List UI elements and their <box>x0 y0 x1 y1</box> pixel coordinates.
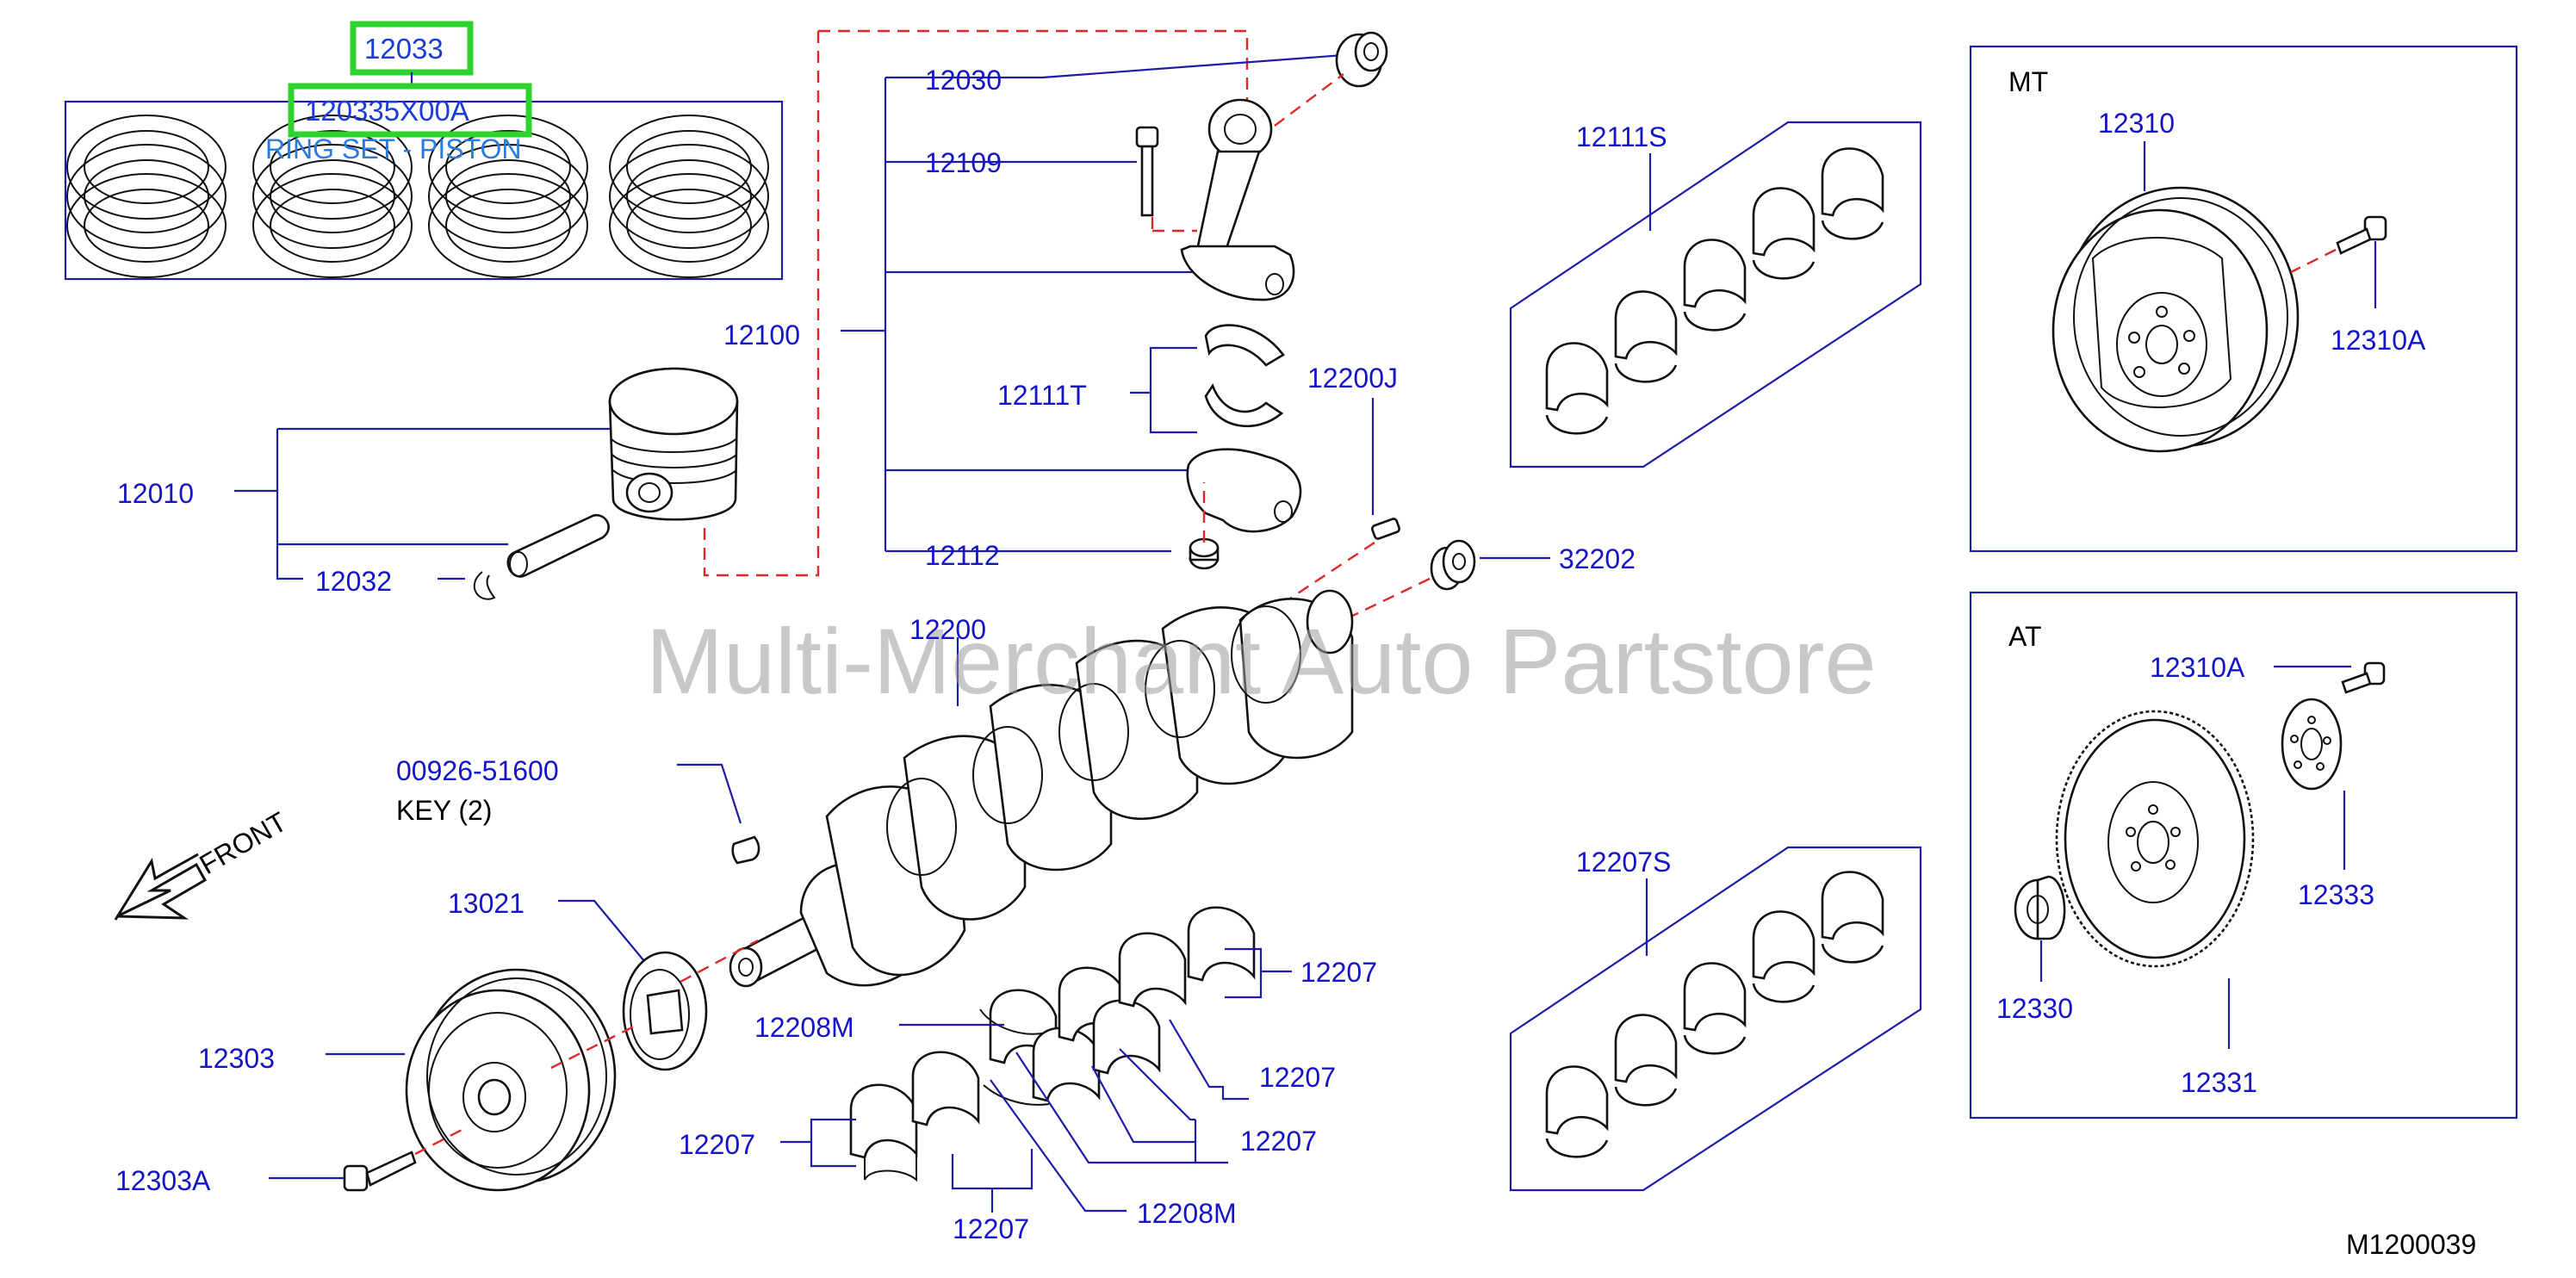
part-12200-label[interactable]: 12200 <box>909 614 986 645</box>
bracket-12010 <box>276 429 303 580</box>
bearing-set-12207S <box>1545 871 1884 1158</box>
front-arrow-icon <box>114 853 208 921</box>
at-frame <box>1969 591 2518 1120</box>
rod-nut-12112 <box>1189 537 1220 570</box>
part-120335X00A-label[interactable]: 120335X00A <box>305 95 469 127</box>
bracket-12207-left <box>810 1118 856 1168</box>
part-00926-51600-label[interactable]: 00926-51600 <box>396 755 559 786</box>
main-bearings <box>849 906 1256 1182</box>
mt-section-label: MT <box>2008 66 2048 97</box>
rod-bushing-12030 <box>1335 31 1388 88</box>
bracket-12207-right <box>1225 947 1263 999</box>
crank-pulley-12303 <box>405 968 617 1192</box>
crankshaft <box>729 589 1354 988</box>
part-12330-label[interactable]: 12330 <box>1996 993 2073 1024</box>
ring-set-frame <box>64 100 784 281</box>
part-12310A-mt-label[interactable]: 12310A <box>2331 325 2426 356</box>
pilot-bushing-32202 <box>1430 539 1476 591</box>
mt-frame <box>1969 45 2518 553</box>
part-12100-label[interactable]: 12100 <box>723 320 800 351</box>
part-12033-label[interactable]: 12033 <box>364 33 444 65</box>
part-12303-label[interactable]: 12303 <box>198 1043 275 1074</box>
bracket-12207-mid <box>1091 1065 1228 1164</box>
bearing-set-12111S-frame <box>1509 121 1922 468</box>
part-12207-left-label[interactable]: 12207 <box>679 1129 755 1160</box>
rod-bearing-12111T <box>1204 324 1285 428</box>
part-12333-label[interactable]: 12333 <box>2298 879 2374 910</box>
part-12207-mid-label[interactable]: 12207 <box>1240 1126 1317 1157</box>
piston <box>608 367 739 521</box>
woodruff-key <box>731 835 760 865</box>
part-12030-label[interactable]: 12030 <box>925 65 1002 96</box>
drive-plate-bolt-12310A <box>2341 661 2386 694</box>
part-12207-bottom-label[interactable]: 12207 <box>953 1213 1029 1244</box>
pilot-converter-12330 <box>2014 875 2066 940</box>
piston-rings <box>66 115 769 278</box>
at-section-label: AT <box>2008 621 2042 652</box>
part-12310-label[interactable]: 12310 <box>2098 108 2175 139</box>
part-12208M-upper-label[interactable]: 12208M <box>754 1012 854 1043</box>
reinforcement-plate-12333 <box>2281 698 2343 791</box>
part-12112-label[interactable]: 12112 <box>925 540 1000 571</box>
bearing-set-12111S <box>1545 147 1884 435</box>
thrust-washer-lower <box>983 1084 1050 1106</box>
part-32202-label[interactable]: 32202 <box>1559 543 1636 574</box>
key-qty-label: KEY (2) <box>396 795 492 826</box>
part-12010-label[interactable]: 12010 <box>117 478 194 509</box>
part-12310A-at-label[interactable]: 12310A <box>2150 652 2245 683</box>
part-12109-label[interactable]: 12109 <box>925 147 1002 178</box>
diagram-code-label: M1200039 <box>2346 1229 2476 1260</box>
dashed-connector-piston-rod <box>818 29 1249 103</box>
bracket-12207-bottom <box>951 1149 1034 1190</box>
bearing-set-12207S-frame <box>1509 846 1922 1192</box>
crank-sprocket-13021 <box>622 951 708 1071</box>
part-12111S-label[interactable]: 12111S <box>1576 121 1667 152</box>
flywheel-bolt-mt-12310A <box>2336 215 2387 255</box>
bracket-12111T <box>1149 346 1197 434</box>
pilot-pin-12200J <box>1370 518 1401 540</box>
part-12200J-label[interactable]: 12200J <box>1307 363 1398 394</box>
ring-set-piston-label[interactable]: RING SET - PISTON <box>265 133 522 164</box>
flywheel-mt-12310 <box>2051 186 2300 453</box>
rod-cap <box>1186 448 1302 533</box>
watermark: Multi-Merchant Auto Partstore <box>646 609 1877 713</box>
part-12207S-label[interactable]: 12207S <box>1576 847 1671 878</box>
part-12032-label[interactable]: 12032 <box>315 566 392 597</box>
rod-bolt-12109 <box>1135 126 1159 217</box>
part-12331-label[interactable]: 12331 <box>2181 1067 2257 1098</box>
piston-pin <box>506 513 610 578</box>
thrust-washer-upper <box>979 1008 1043 1035</box>
snap-ring-12032 <box>473 571 496 600</box>
part-12303A-label[interactable]: 12303A <box>115 1165 211 1196</box>
drive-plate-12331 <box>2055 710 2255 968</box>
connecting-rod <box>1180 98 1295 301</box>
part-12207-right-label[interactable]: 12207 <box>1300 957 1377 988</box>
front-label: FRONT <box>195 806 292 880</box>
part-12207-mid-right-label[interactable]: 12207 <box>1259 1062 1336 1093</box>
part-13021-label[interactable]: 13021 <box>448 888 525 919</box>
highlight-120335X00A <box>288 83 532 138</box>
part-12111T-label[interactable]: 12111T <box>997 380 1087 411</box>
part-12208M-lower-label[interactable]: 12208M <box>1137 1198 1237 1229</box>
pulley-bolt-12303A <box>343 1151 417 1192</box>
